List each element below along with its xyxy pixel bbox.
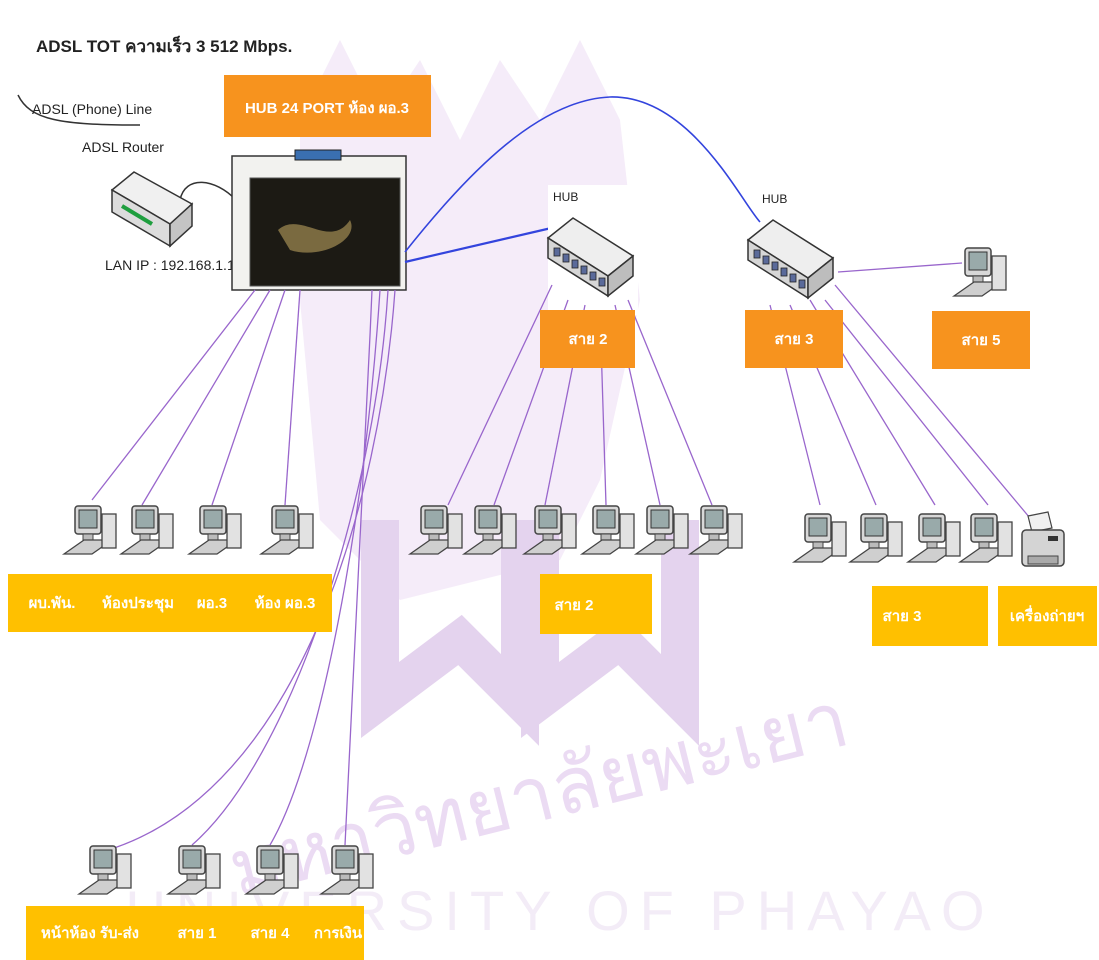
sai3-label-box xyxy=(745,310,843,368)
main-hub-label-box xyxy=(224,75,431,137)
copier-printer-icon xyxy=(1021,511,1065,567)
lan-ip-label: LAN IP : 192.168.1.1 xyxy=(105,257,235,273)
computer-icon xyxy=(907,513,961,563)
right-group-label: สาย 3 xyxy=(883,608,922,625)
bottom-group-label-2: สาย 1 xyxy=(178,925,217,942)
computer-icon xyxy=(63,505,117,555)
computer-icon xyxy=(849,513,903,563)
main-hub-label: HUB 24 PORT ห้อง ผอ.3 xyxy=(245,100,409,117)
right-hub-label: HUB xyxy=(762,192,787,206)
bottom-group-label-1: หน้าห้อง รับ-ส่ง xyxy=(41,925,139,942)
router-label: ADSL Router xyxy=(82,139,164,155)
printer-label: เครื่องถ่ายฯ xyxy=(1010,605,1084,625)
middle-group-label-box xyxy=(540,574,652,634)
right-hub-icon xyxy=(747,219,834,299)
printer-label-box xyxy=(998,586,1097,646)
phone-line-cable xyxy=(17,94,141,126)
backbone-link-main-to-right-hub xyxy=(404,96,761,253)
sai5-label-box xyxy=(932,311,1030,369)
sai2-hub-label: สาย 2 xyxy=(569,331,608,348)
sai2-label-box xyxy=(540,310,635,368)
computer-icon xyxy=(188,505,242,555)
computer-icon xyxy=(120,505,174,555)
left-group-label-3: ผอ.3 xyxy=(197,595,227,612)
backbone-link-main-to-left-hub xyxy=(404,224,561,264)
left-group-label-box xyxy=(8,574,332,632)
router-icon xyxy=(110,171,194,248)
router-cable xyxy=(179,181,237,201)
bottom-group-label-4: การเงิน xyxy=(314,924,363,942)
left-hub-label: HUB xyxy=(553,190,578,204)
computer-icon xyxy=(953,247,1007,297)
sai3-hub-label: สาย 3 xyxy=(775,331,814,348)
middle-group-label: สาย 2 xyxy=(555,597,594,614)
computer-icon xyxy=(581,505,635,555)
computer-icon xyxy=(78,845,132,895)
right-group-label-box xyxy=(872,586,988,646)
computer-icon xyxy=(793,513,847,563)
phone-line-label: ADSL (Phone) Line xyxy=(32,101,152,117)
connection-lines xyxy=(91,262,1041,851)
computer-icon xyxy=(635,505,689,555)
bottom-group-label-3: สาย 4 xyxy=(251,925,291,942)
computer-icon xyxy=(959,513,1013,563)
left-group-label-1: ผบ.พัน. xyxy=(29,595,76,612)
left-group-label-2: ห้องประชุม xyxy=(102,595,174,613)
computer-icon xyxy=(260,505,314,555)
main-hub-cabinet-icon xyxy=(231,149,407,291)
left-group-label-4: ห้อง ผอ.3 xyxy=(255,595,316,612)
bottom-group-label-box xyxy=(26,906,364,960)
diagram-title: ADSL TOT ความเร็ว 3 512 Mbps. xyxy=(36,34,292,56)
sai5-label: สาย 5 xyxy=(962,332,1001,349)
